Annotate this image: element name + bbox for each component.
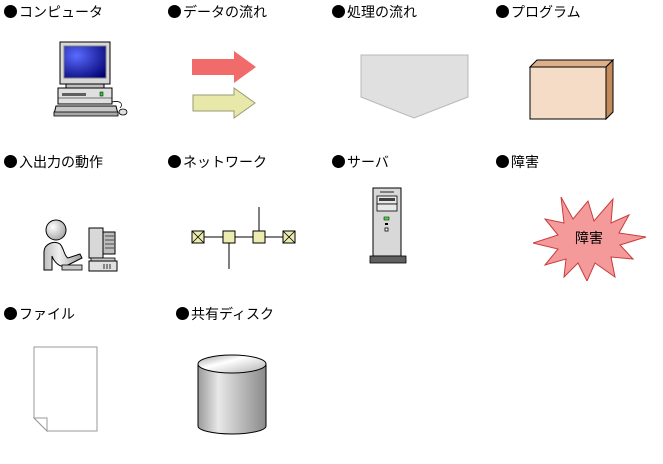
- legend-label-server: サーバ: [332, 155, 389, 171]
- legend-label-file: ファイル: [4, 307, 75, 323]
- legend-label-shared-disk: 共有ディスク: [176, 307, 274, 323]
- shared-disk-icon: [196, 350, 268, 440]
- data-flow-arrow-secondary-icon: [192, 87, 256, 119]
- bullet-icon: [496, 5, 509, 18]
- network-terminator-icon: [191, 230, 205, 244]
- legend-label-computer: コンピュータ: [4, 5, 103, 21]
- bullet-icon: [4, 5, 17, 18]
- bullet-icon: [176, 307, 189, 320]
- legend-label-io-operation: 入出力の動作: [4, 155, 103, 171]
- data-flow-arrows: [192, 50, 262, 122]
- legend-label-program: プログラム: [496, 5, 581, 21]
- network-terminator-icon: [282, 230, 296, 244]
- failure-badge-text: 障害: [575, 231, 603, 247]
- legend-label-data-flow: データの流れ: [168, 5, 267, 21]
- bullet-icon: [4, 155, 17, 168]
- legend-label-failure: 障害: [496, 155, 539, 171]
- legend-label-network: ネットワーク: [168, 155, 267, 171]
- bullet-icon: [168, 5, 181, 18]
- burst-star-icon: [533, 197, 647, 281]
- server-icon: [369, 187, 409, 267]
- bullet-icon: [496, 155, 509, 168]
- failure-icon: 障害: [533, 197, 649, 281]
- person-icon: [45, 219, 67, 241]
- file-icon: [33, 346, 99, 434]
- network-node-icon: [252, 230, 266, 244]
- legend-label-process-flow: 処理の流れ: [332, 5, 417, 21]
- computer-icon: [50, 40, 132, 122]
- network-icon: [190, 205, 300, 271]
- process-flow-icon: [360, 54, 470, 120]
- bullet-icon: [4, 307, 17, 320]
- bullet-icon: [168, 155, 181, 168]
- bullet-icon: [332, 5, 345, 18]
- data-flow-arrow-primary-icon: [192, 51, 256, 83]
- io-operation-icon: [40, 218, 120, 272]
- bullet-icon: [332, 155, 345, 168]
- network-node-icon: [222, 230, 236, 244]
- program-icon: [528, 58, 618, 122]
